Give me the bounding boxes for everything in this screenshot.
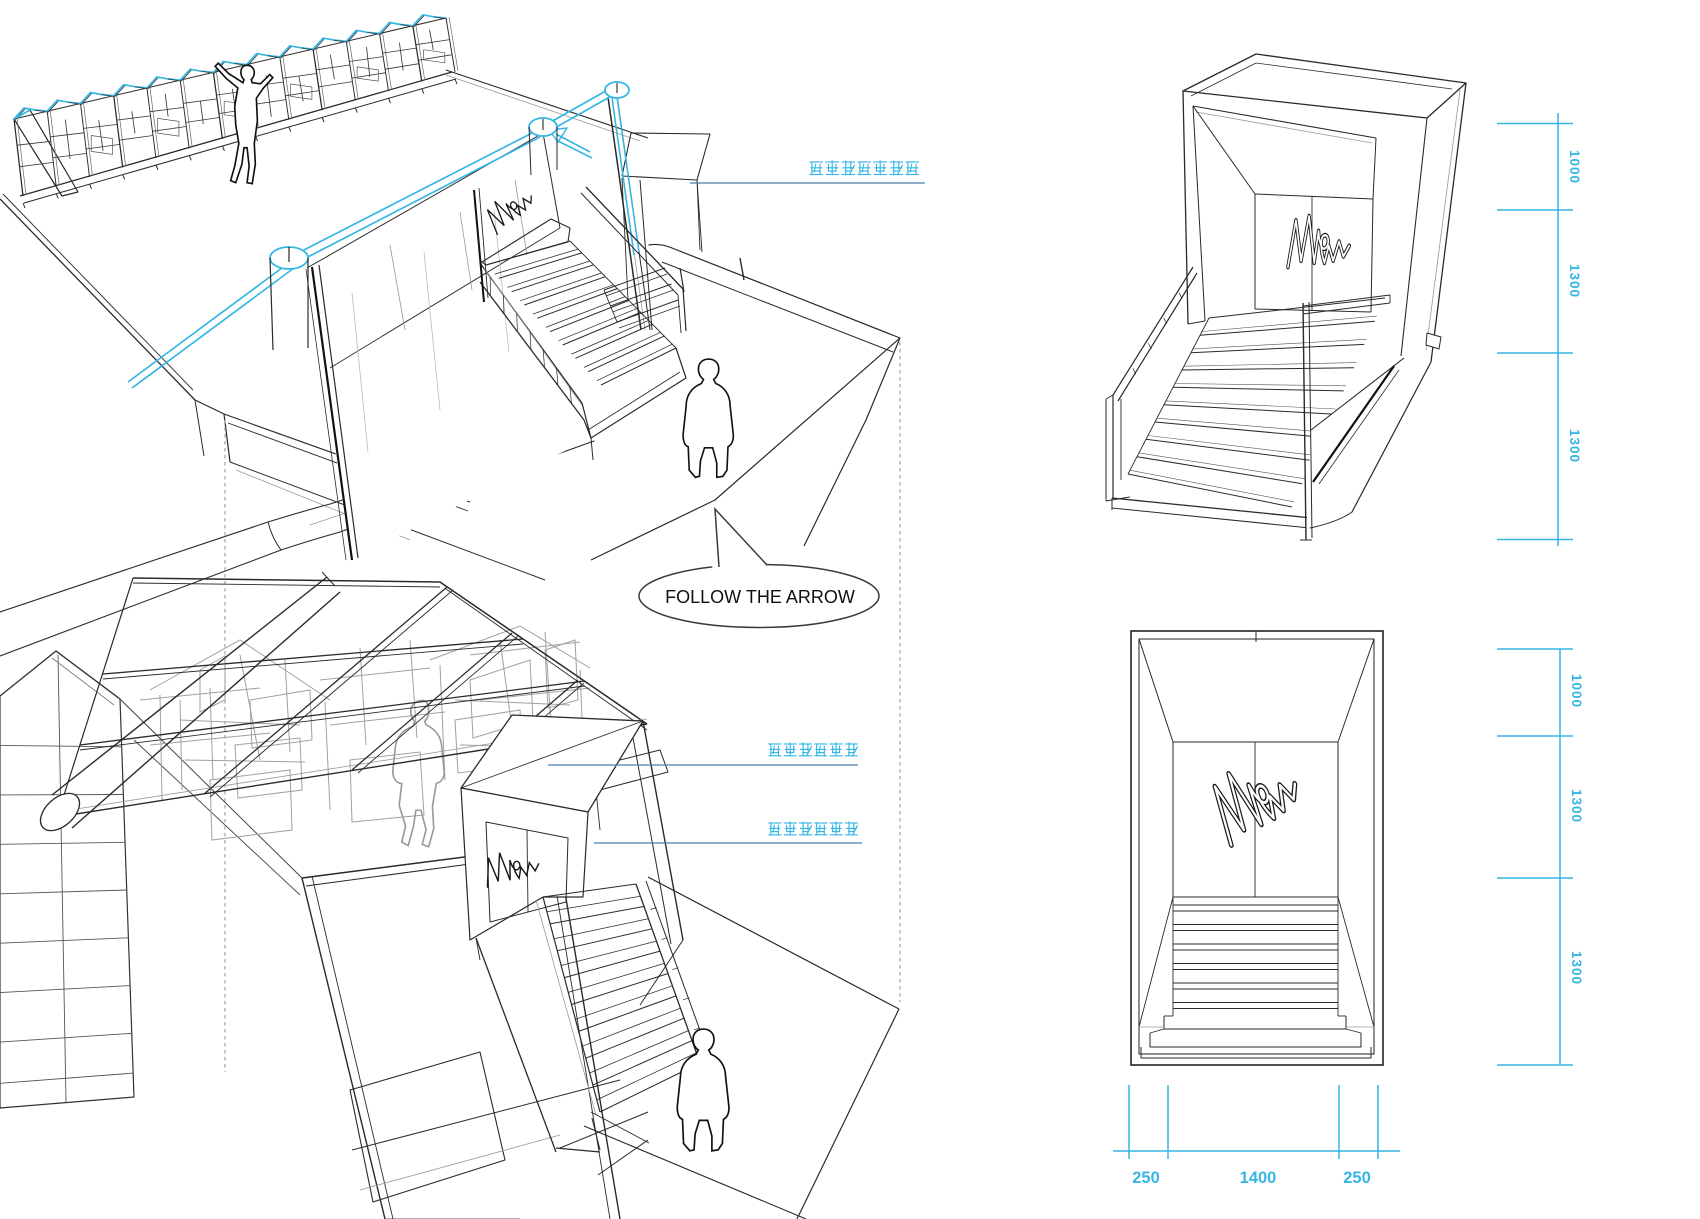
svg-text:1400: 1400: [1240, 1169, 1277, 1187]
svg-text:1000: 1000: [1569, 674, 1584, 708]
svg-text:1300: 1300: [1569, 951, 1584, 985]
svg-text:1000: 1000: [1567, 150, 1582, 184]
svg-text:1300: 1300: [1567, 264, 1582, 298]
svg-text:1300: 1300: [1569, 789, 1584, 823]
svg-text:1300: 1300: [1567, 429, 1582, 463]
svg-text:250: 250: [1132, 1169, 1160, 1187]
svg-text:250: 250: [1343, 1169, 1371, 1187]
svg-text:FOLLOW THE ARROW: FOLLOW THE ARROW: [665, 587, 855, 607]
